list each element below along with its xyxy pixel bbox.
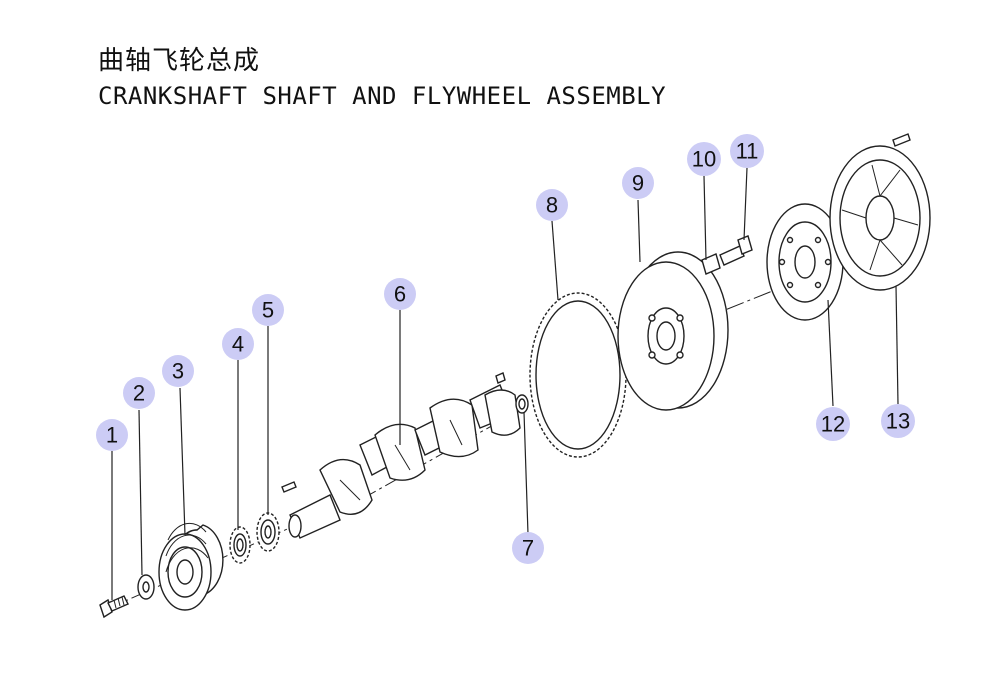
- callout-number: 12: [821, 412, 845, 437]
- callout-bubble: [222, 328, 254, 360]
- callout-9: 9: [622, 167, 654, 199]
- part-flywheel: [617, 251, 729, 411]
- part-crankshaft-gear: [229, 526, 251, 564]
- callout-bubble: [881, 404, 915, 438]
- part-crankshaft: [288, 384, 521, 539]
- callout-bubble: [687, 142, 721, 176]
- callout-7: 7: [512, 532, 544, 564]
- callout-bubble: [622, 167, 654, 199]
- callout-number: 9: [632, 171, 644, 196]
- diagram-title-chinese: 曲轴飞轮总成: [98, 46, 261, 76]
- callout-number: 4: [232, 332, 244, 357]
- callout-10: 10: [687, 142, 721, 176]
- callout-number: 5: [262, 298, 274, 323]
- callout-8: 8: [536, 189, 568, 221]
- callout-6: 6: [384, 278, 416, 310]
- part-dowel-pin: [495, 372, 506, 384]
- callout-number: 10: [692, 147, 716, 172]
- leader-lines: [111, 167, 899, 600]
- callout-number: 8: [546, 193, 558, 218]
- callout-1: 1: [96, 419, 128, 451]
- callout-11: 11: [730, 134, 764, 168]
- part-washer: [137, 574, 155, 600]
- part-timing-gear: [256, 512, 280, 552]
- callout-bubble: [384, 278, 416, 310]
- callout-bubble: [162, 355, 194, 387]
- callout-bubble: [252, 294, 284, 326]
- callout-number: 6: [394, 282, 406, 307]
- part-ring-gear: [529, 292, 627, 458]
- callout-bubble: [816, 407, 850, 441]
- callout-12: 12: [816, 407, 850, 441]
- callout-2: 2: [123, 377, 155, 409]
- callout-5: 5: [252, 294, 284, 326]
- part-crankshaft-pulley: [158, 522, 224, 611]
- callout-number: 2: [133, 381, 145, 406]
- callout-bubble: [123, 377, 155, 409]
- part-flywheel-bolt: [719, 235, 753, 266]
- part-key: [281, 481, 297, 493]
- callout-number: 1: [106, 423, 118, 448]
- callout-bubble: [512, 532, 544, 564]
- callout-number: 13: [886, 409, 910, 434]
- callout-number: 11: [736, 139, 759, 164]
- callout-bubble: [536, 189, 568, 221]
- callout-4: 4: [222, 328, 254, 360]
- part-flywheel-pin: [701, 253, 721, 275]
- part-pilot-bearing: [515, 394, 529, 414]
- part-clutch-disc: [766, 203, 844, 321]
- diagram-title-english: CRANKSHAFT SHAFT AND FLYWHEEL ASSEMBLY: [98, 82, 667, 110]
- callout-bubble: [730, 134, 764, 168]
- part-bolt: [99, 595, 129, 619]
- callout-bubble: [96, 419, 128, 451]
- callout-number: 3: [172, 359, 184, 384]
- callout-3: 3: [162, 355, 194, 387]
- part-clutch-pressure-plate: [829, 133, 931, 291]
- callout-number: 7: [522, 536, 534, 561]
- callout-13: 13: [881, 404, 915, 438]
